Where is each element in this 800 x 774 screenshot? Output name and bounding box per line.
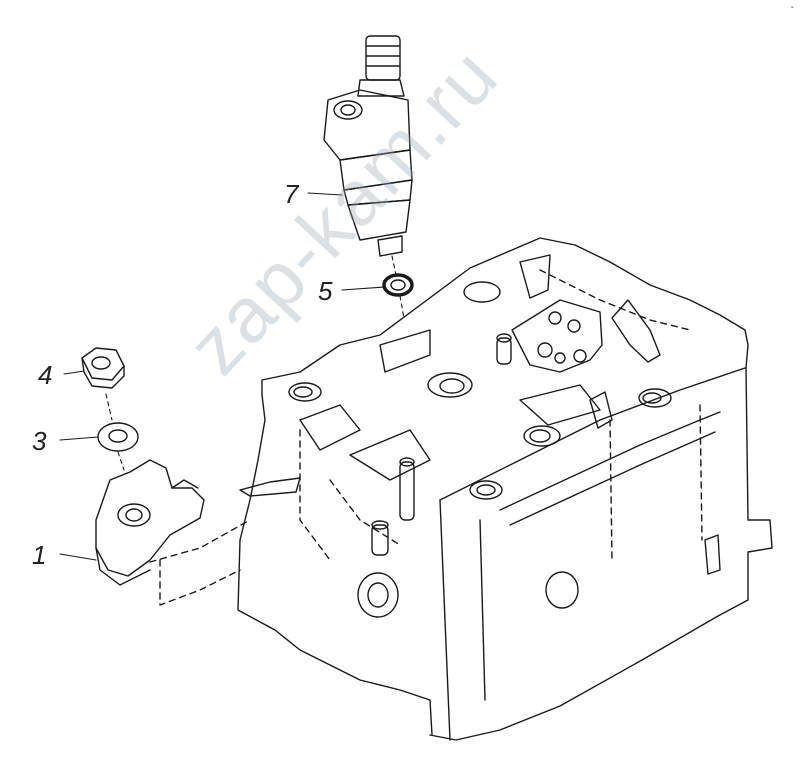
seal-ring — [382, 273, 414, 297]
leader-lines — [59, 192, 405, 561]
fuel-injector — [323, 35, 413, 257]
corner-mark: - — [790, 2, 794, 13]
callout-1: 1 — [32, 540, 47, 570]
washer — [97, 422, 139, 452]
callout-4: 4 — [38, 360, 53, 390]
injector-clamp — [95, 459, 205, 586]
callout-5: 5 — [318, 276, 333, 306]
cylinder-head — [149, 237, 773, 741]
callout-7: 7 — [284, 179, 299, 209]
hex-nut — [81, 347, 125, 389]
callout-3: 3 — [32, 426, 47, 456]
